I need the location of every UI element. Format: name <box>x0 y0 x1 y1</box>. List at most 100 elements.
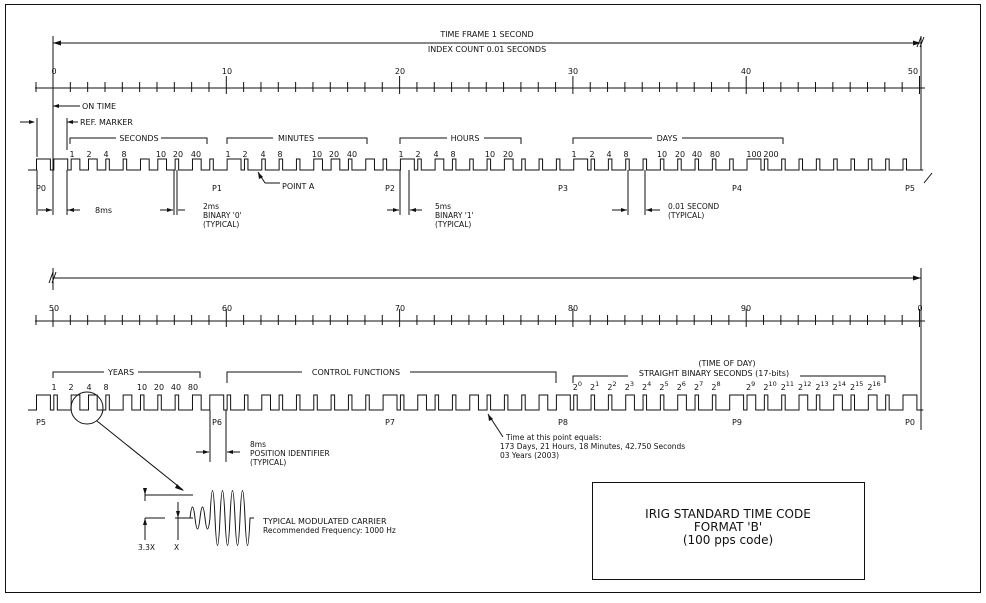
title-box <box>592 482 865 580</box>
bottom-index-axis: 50 60 70 80 90 0 <box>35 304 925 327</box>
weight-label: 40 <box>191 150 201 159</box>
marker-label: P1 <box>212 184 222 193</box>
arrowhead <box>175 484 184 491</box>
position-identifier-dim-label: 8ms <box>250 440 266 449</box>
weight-label: 40 <box>692 150 702 159</box>
axis-label: 30 <box>568 67 578 76</box>
second-dim-label: 0.01 SECOND <box>668 202 719 211</box>
axis-label: 70 <box>395 304 405 313</box>
arrowhead-right <box>913 40 921 46</box>
title-line: IRIG STANDARD TIME CODE <box>645 507 811 521</box>
weight-label: 10 <box>657 150 667 159</box>
axis-label: 0 <box>51 67 56 76</box>
carrier-detail: 3.3X X TYPICAL MODULATED CARRIER Recomme… <box>70 391 396 552</box>
weight-label: 4 <box>103 150 108 159</box>
weight-label: 100 <box>746 150 761 159</box>
weight-label: 80 <box>188 383 198 392</box>
sbs-weight-label: 20 <box>573 380 582 392</box>
weight-label: 1 <box>571 150 576 159</box>
days-brace <box>572 137 784 144</box>
weight-label: 40 <box>171 383 181 392</box>
marker-label: P3 <box>558 184 568 193</box>
sbs-weight-label: 22 <box>607 380 616 392</box>
p0-pulse-width-dim <box>20 118 38 157</box>
title-line: FORMAT 'B' <box>694 520 762 534</box>
sbs-weight-label: 215 <box>850 380 863 392</box>
seconds-title: SECONDS <box>119 134 158 143</box>
weight-label: 20 <box>173 150 183 159</box>
weight-label: 1 <box>225 150 230 159</box>
position-identifier-label: POSITION IDENTIFIER <box>250 449 330 458</box>
arrowhead <box>488 414 493 421</box>
bottom-axis-ticks <box>35 309 920 327</box>
control-functions-title: CONTROL FUNCTIONS <box>312 368 400 377</box>
axis-label: 0 <box>917 304 922 313</box>
binary-0-label: BINARY '0' <box>203 211 242 220</box>
marker-label: P5 <box>905 184 915 193</box>
title-line: (100 pps code) <box>683 533 773 547</box>
arrowhead <box>67 120 73 124</box>
weight-label: 4 <box>260 150 265 159</box>
sbs-weight-label: 21 <box>590 380 599 392</box>
title-block: IRIG STANDARD TIME CODE FORMAT 'B' (100 … <box>592 482 865 580</box>
arrowhead <box>203 450 209 454</box>
weight-label: 8 <box>277 150 282 159</box>
minutes-group: MINUTES 1 2 4 8 10 20 40 <box>225 134 368 159</box>
sbs-weight-label: 211 <box>781 380 794 392</box>
break-mark <box>48 271 54 284</box>
weight-label: 40 <box>347 150 357 159</box>
break-mark <box>919 36 925 48</box>
bottom-pulse-train <box>28 394 924 411</box>
arrowhead <box>53 104 59 108</box>
arrowhead <box>46 208 52 212</box>
axis-label: 50 <box>908 67 918 76</box>
carrier-frequency: Recommended Frequency: 1000 Hz <box>263 526 396 535</box>
weight-label: 2 <box>68 383 73 392</box>
axis-label: 20 <box>395 67 405 76</box>
time-frame-label: TIME FRAME 1 SECOND <box>439 30 533 39</box>
dim-8ms: 8ms <box>36 170 112 215</box>
marker-label: P8 <box>558 418 568 427</box>
dim-0.01-second: 0.01 SECOND (TYPICAL) <box>612 170 719 220</box>
weight-label: 2 <box>589 150 594 159</box>
weight-label: 20 <box>503 150 513 159</box>
weight-label: 10 <box>156 150 166 159</box>
arrowhead-right <box>913 275 921 281</box>
days-group: DAYS 1 2 4 8 10 20 40 80 100 200 <box>571 134 784 159</box>
arrowhead <box>258 172 263 179</box>
time-of-day-label: (TIME OF DAY) <box>698 359 755 368</box>
axis-label: 40 <box>741 67 751 76</box>
hours-group: HOURS 1 2 4 8 10 20 <box>398 134 522 159</box>
point-a-callout: POINT A <box>257 171 315 191</box>
amp-label-3.3x: 3.3X <box>138 543 155 552</box>
weight-label: 10 <box>137 383 147 392</box>
weight-label: 10 <box>312 150 322 159</box>
amp-label-x: X <box>174 543 179 552</box>
control-functions-group: CONTROL FUNCTIONS <box>226 368 557 383</box>
marker-label: P7 <box>385 418 395 427</box>
magnifier-circle <box>70 391 104 425</box>
arrowhead <box>167 208 173 212</box>
binary-1-dim-label: 5ms <box>435 202 451 211</box>
typical-label: (TYPICAL) <box>250 458 286 467</box>
years-title: YEARS <box>107 368 134 377</box>
minutes-brace <box>226 137 368 144</box>
axis-label: 50 <box>49 304 59 313</box>
magnifier-leader <box>96 420 184 491</box>
years-group: YEARS 1 2 4 8 10 20 40 80 <box>51 368 201 392</box>
arrowhead <box>68 208 74 212</box>
on-time-label: ON TIME <box>82 102 116 111</box>
time-note-line: Time at this point equals: <box>505 433 601 442</box>
sbs-weight-label: 214 <box>833 380 846 392</box>
top-axis-ticks <box>35 76 920 94</box>
arrowhead <box>393 208 399 212</box>
time-note-line: 173 Days, 21 Hours, 18 Minutes, 42.750 S… <box>500 442 685 451</box>
arrowhead-left <box>53 40 61 46</box>
sbs-weight-label: 25 <box>659 380 668 392</box>
typical-label: (TYPICAL) <box>203 220 239 229</box>
sbs-weight-label: 29 <box>746 380 755 392</box>
top-index-axis: 0 10 20 30 40 50 <box>35 67 925 94</box>
index-count-label: INDEX COUNT 0.01 SECONDS <box>428 45 546 54</box>
sbs-weight-label: 23 <box>625 380 634 392</box>
sbs-weight-label: 213 <box>815 380 828 392</box>
